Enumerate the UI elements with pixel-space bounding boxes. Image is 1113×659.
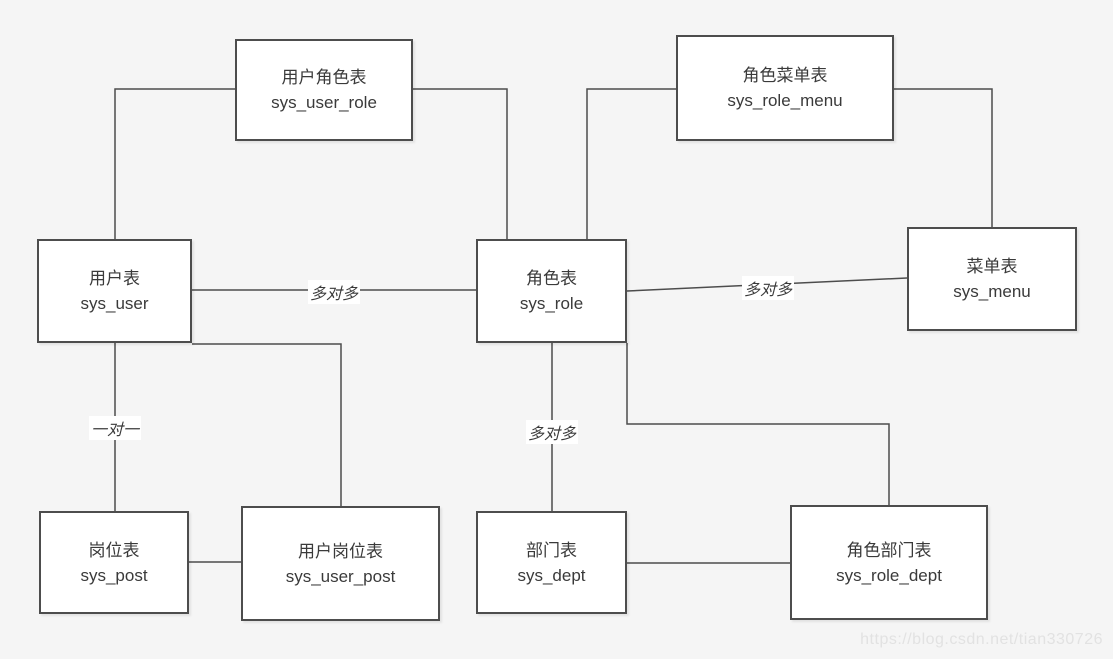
edge-label-many-to-many: 多对多 xyxy=(525,420,579,444)
edge-sys_user-sys_user_post xyxy=(192,343,342,506)
node-sys-user: 用户表 sys_user xyxy=(37,239,192,343)
node-title: 用户岗位表 xyxy=(298,541,383,561)
csdn-watermark: https://blog.csdn.net/tian330726 xyxy=(860,631,1103,648)
edge-sys_user_role-sys_role xyxy=(413,88,508,239)
node-sys-role: 角色表 sys_role xyxy=(476,239,627,343)
node-title: 角色菜单表 xyxy=(742,66,828,85)
node-subtitle: sys_user xyxy=(80,294,149,313)
node-sys-role-menu: 角色菜单表 sys_role_menu xyxy=(676,35,894,141)
node-title: 岗位表 xyxy=(88,540,140,560)
edge-sys_user_role-sys_user xyxy=(114,88,235,239)
node-title: 角色表 xyxy=(526,269,577,288)
edge-label-many-to-many: 多对多 xyxy=(307,280,361,304)
node-title: 用户角色表 xyxy=(281,68,367,87)
node-subtitle: sys_role_menu xyxy=(727,91,843,110)
node-subtitle: sys_role xyxy=(519,294,584,313)
node-sys-user-role: 用户角色表 sys_user_role xyxy=(235,39,413,141)
edge-label-one-to-one: 一对一 xyxy=(88,416,142,440)
node-sys-post: 岗位表 sys_post xyxy=(39,511,189,614)
node-sys-role-dept: 角色部门表 sys_role_dept xyxy=(790,505,988,620)
node-sys-dept: 部门表 sys_dept xyxy=(476,511,627,614)
node-title: 用户表 xyxy=(89,269,140,288)
edge-label-many-to-many: 多对多 xyxy=(741,276,795,300)
node-title: 部门表 xyxy=(526,540,577,560)
node-title: 菜单表 xyxy=(966,257,1018,276)
edge-sys_role_menu-sys_role xyxy=(586,88,676,239)
node-subtitle: sys_role_dept xyxy=(836,565,942,585)
node-sys-user-post: 用户岗位表 sys_user_post xyxy=(241,506,440,621)
node-sys-menu: 菜单表 sys_menu xyxy=(907,227,1077,331)
edge-sys_role_menu-sys_menu xyxy=(894,88,993,227)
edge-sys_role-sys_role_dept xyxy=(626,343,890,505)
node-subtitle: sys_menu xyxy=(953,282,1031,301)
node-subtitle: sys_dept xyxy=(517,565,586,585)
node-subtitle: sys_user_role xyxy=(271,93,377,112)
node-subtitle: sys_user_post xyxy=(285,566,396,586)
node-subtitle: sys_post xyxy=(80,565,148,585)
node-title: 角色部门表 xyxy=(846,540,932,560)
